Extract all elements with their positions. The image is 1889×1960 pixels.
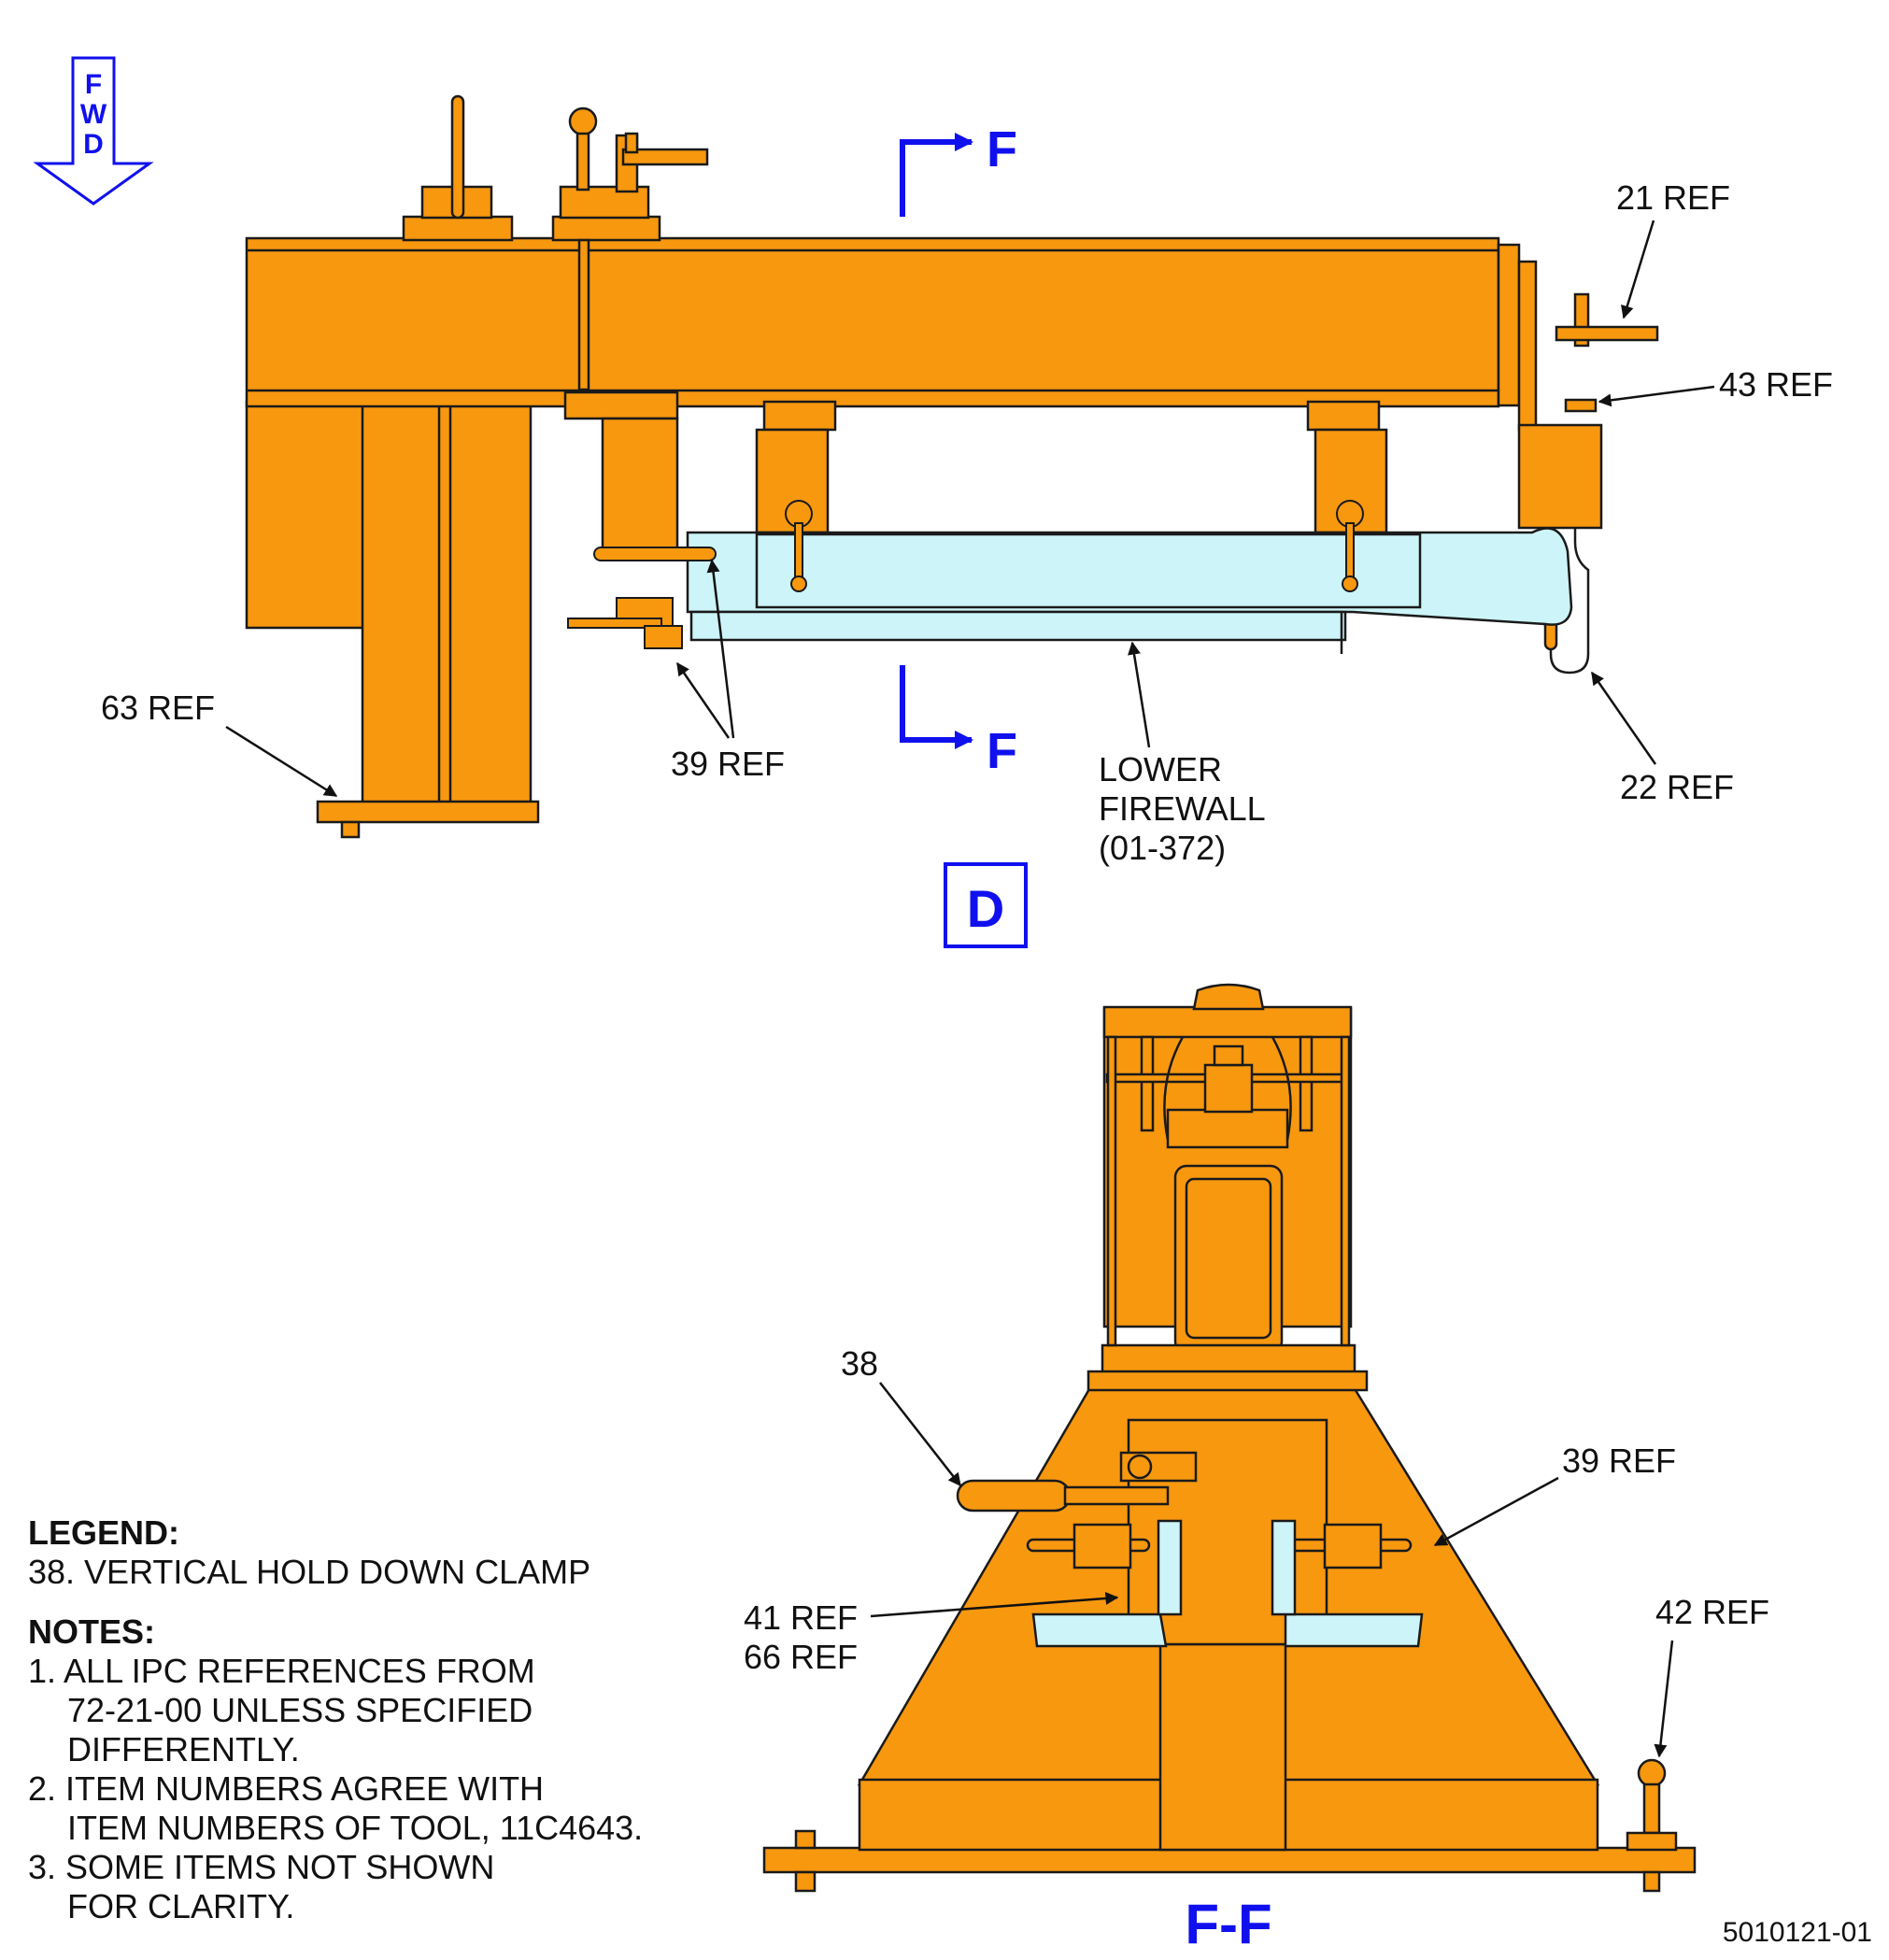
label-39-ref-bottom: 39 REF (1562, 1442, 1676, 1480)
label-firewall-2: FIREWALL (1099, 789, 1266, 828)
section-letter-top: F (987, 121, 1017, 178)
section-letter-bottom: F (987, 723, 1017, 779)
label-firewall-1: LOWER (1099, 750, 1222, 788)
fwd-arrow: F W D (33, 56, 154, 206)
fwd-letter-d: D (83, 129, 104, 160)
view-d-fixture (245, 94, 1659, 839)
label-firewall-3: (01-372) (1099, 829, 1226, 867)
label-41-ref: 41 REF (744, 1598, 858, 1637)
legend-title: LEGEND: (28, 1513, 179, 1552)
top-clamps (567, 500, 1364, 649)
view-d-callouts: 21 REF 43 REF 63 REF 39 REF LOWER FIREWA… (101, 178, 1833, 867)
legend-item-38: 38. VERTICAL HOLD DOWN CLAMP (28, 1553, 591, 1591)
section-marker-top: F (900, 121, 1017, 217)
fwd-letter-w: W (80, 99, 107, 130)
notes-title: NOTES: (28, 1612, 156, 1651)
view-ff-title: F-F (1185, 1893, 1271, 1955)
label-42-ref: 42 REF (1655, 1593, 1769, 1631)
label-43-ref: 43 REF (1719, 365, 1833, 404)
document-number: 5010121-01 (1722, 1917, 1872, 1948)
note-3: 3. SOME ITEMS NOT SHOWN FOR CLARITY. (28, 1848, 495, 1925)
lower-firewall (686, 527, 1573, 654)
label-66-ref: 66 REF (744, 1638, 858, 1676)
section-marker-bottom: F (900, 665, 1017, 779)
label-63-ref: 63 REF (101, 689, 215, 727)
label-21-ref: 21 REF (1616, 178, 1730, 217)
label-22-ref: 22 REF (1620, 768, 1734, 806)
label-38: 38 (841, 1344, 878, 1383)
view-d-label: D (944, 862, 1028, 948)
note-2: 2. ITEM NUMBERS AGREE WITH ITEM NUMBERS … (28, 1769, 644, 1847)
view-ff-fixture (762, 983, 1697, 1893)
note-1: 1. ALL IPC REFERENCES FROM 72-21-00 UNLE… (28, 1652, 535, 1768)
ff-firewall (1031, 1519, 1424, 1648)
fwd-letter-f: F (85, 69, 102, 100)
view-ff-callouts: 38 39 REF 41 REF 66 REF 42 REF (744, 1344, 1769, 1758)
label-39-ref-top: 39 REF (671, 745, 785, 783)
legend-notes-block: LEGEND: 38. VERTICAL HOLD DOWN CLAMP NOT… (28, 1513, 738, 1926)
view-d-letter: D (967, 879, 1004, 938)
